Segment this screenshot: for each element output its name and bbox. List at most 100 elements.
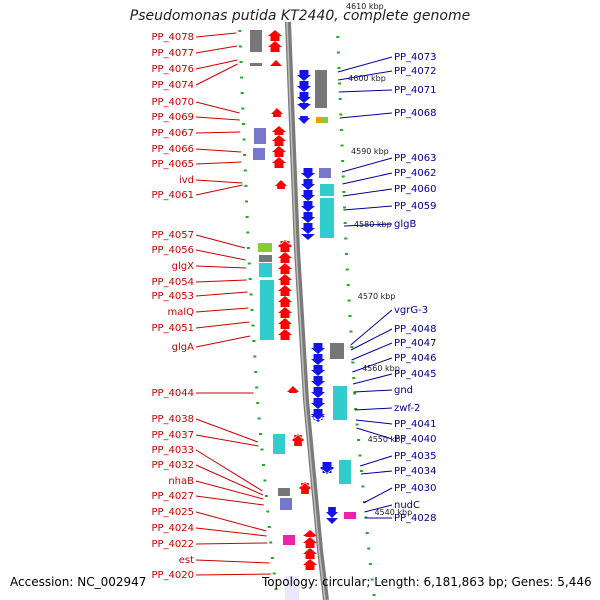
cds-block <box>258 243 272 252</box>
gene-label-right: PP_4030 <box>394 483 437 494</box>
gene-label-right: nudC <box>394 500 420 511</box>
reverse-gene-arrow <box>278 285 292 296</box>
leader-line <box>195 131 241 134</box>
gene-label-left: PP_4053 <box>151 291 194 302</box>
leader-line <box>343 205 393 211</box>
gene-label-right: zwf-2 <box>394 403 420 414</box>
leader-line <box>356 427 393 440</box>
leader-line <box>341 157 393 173</box>
forward-gene-arrow <box>320 462 334 473</box>
leader-line <box>195 480 264 500</box>
forward-gene-arrow <box>311 398 325 409</box>
gene-label-left: glgX <box>172 261 194 272</box>
tick-right <box>346 284 350 286</box>
gene-label-left: PP_4056 <box>151 245 194 256</box>
forward-gene-arrow <box>311 387 325 398</box>
leader-line <box>195 184 243 196</box>
reverse-gene-arrow <box>287 386 299 393</box>
gene-label-left: PP_4077 <box>151 48 194 59</box>
tick-left <box>266 510 270 513</box>
leader-line <box>195 179 243 184</box>
gene-label-left: PP_4051 <box>151 323 194 334</box>
tick-left <box>256 402 260 404</box>
tick-left <box>269 541 273 544</box>
reverse-gene-arrow <box>299 482 311 489</box>
tick-right <box>359 470 363 472</box>
tick-left <box>263 479 267 482</box>
tick-right <box>362 501 366 503</box>
tick-right <box>349 330 353 333</box>
scale-label: 4570 kbp <box>358 292 396 301</box>
reverse-gene-arrow <box>278 241 292 252</box>
leader-line <box>195 101 240 114</box>
cds-block <box>259 255 272 262</box>
tick-left <box>238 30 242 32</box>
gene-label-left: PP_4054 <box>151 277 194 288</box>
gene-label-right: PP_4028 <box>394 513 437 524</box>
tick-right <box>348 315 352 317</box>
leader-line <box>195 511 267 532</box>
gene-label-right: PP_4034 <box>394 466 437 477</box>
gene-label-right: PP_4040 <box>394 434 437 445</box>
tick-right <box>365 532 369 534</box>
forward-gene-arrow <box>301 190 315 201</box>
reverse-gene-arrow <box>278 329 292 340</box>
gene-label-left: PP_4032 <box>151 460 194 471</box>
tick-left <box>249 293 253 296</box>
gene-label-right: PP_4035 <box>394 451 437 462</box>
reverse-gene-arrow <box>303 559 317 570</box>
gene-label-left: PP_4069 <box>151 112 194 123</box>
tick-left <box>252 340 256 342</box>
cds-block <box>283 535 295 545</box>
forward-gene-arrow <box>311 376 325 387</box>
leader-line <box>195 279 247 283</box>
leader-line <box>351 342 393 361</box>
cds-block <box>320 184 334 196</box>
tick-left <box>254 371 258 373</box>
gene-label-right: PP_4072 <box>394 66 437 77</box>
leader-line <box>195 307 249 313</box>
tick-left <box>251 324 255 327</box>
tick-right <box>352 377 356 379</box>
tick-left <box>250 309 254 311</box>
forward-gene-arrow <box>311 409 325 420</box>
gene-label-right: gnd <box>394 385 413 396</box>
cds-block <box>250 63 262 66</box>
gene-label-left: nhaB <box>168 476 194 487</box>
leader-line <box>195 527 267 537</box>
gene-label-left: PP_4078 <box>151 32 194 43</box>
cds-block <box>333 386 347 420</box>
cds-block <box>330 343 344 359</box>
leader-line <box>360 470 393 475</box>
leader-line <box>195 449 263 492</box>
gene-label-left: PP_4065 <box>151 159 194 170</box>
gene-label-right: PP_4062 <box>394 168 437 179</box>
tick-left <box>247 262 251 265</box>
tick-left <box>259 433 263 435</box>
tick-left <box>243 169 247 172</box>
leader-line <box>195 418 259 443</box>
tick-right <box>343 222 347 224</box>
scale-label: 4610 kbp <box>346 2 384 11</box>
forward-gene-arrow <box>301 233 315 240</box>
cds-block <box>259 263 272 277</box>
gene-label-right: PP_4047 <box>394 338 437 349</box>
cds-block <box>339 460 351 484</box>
forward-gene-arrow <box>320 467 334 474</box>
gene-features <box>250 30 356 600</box>
tick-left <box>244 185 248 187</box>
scale-label: 4550 kbp <box>368 435 406 444</box>
gene-label-left: PP_4025 <box>151 507 194 518</box>
gene-label-left: PP_4061 <box>151 190 194 201</box>
gene-label-left: PP_4067 <box>151 128 194 139</box>
map-title: Pseudomonas putida KT2440, complete geno… <box>129 8 471 24</box>
tick-right <box>344 253 348 255</box>
leader-line <box>363 487 393 504</box>
cds-block <box>254 128 266 144</box>
tick-right <box>347 299 351 302</box>
reverse-gene-arrow <box>271 108 283 117</box>
reverse-gene-arrow <box>278 296 292 307</box>
tick-left <box>248 278 252 280</box>
gene-label-left: PP_4027 <box>151 491 194 502</box>
